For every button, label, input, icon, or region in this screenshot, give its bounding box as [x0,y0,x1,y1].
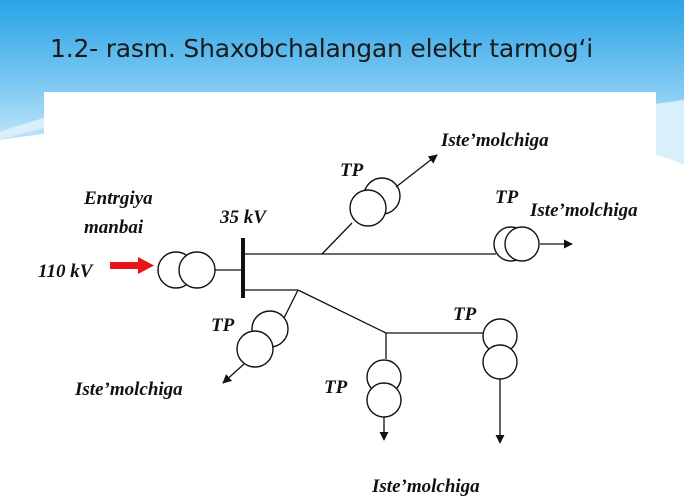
tp-bottom-consumer-label: Iste’molchiga [371,476,480,497]
lower-diagonal-wire [297,289,387,334]
tp-right-transformer [493,226,540,262]
input-voltage-label: 110 kV [38,261,94,282]
tp-lower-right-label: TP [453,304,477,325]
tp-lower-right-transformer [482,318,518,380]
source-label-line1: Entrgiya [83,188,153,209]
bus-voltage-label: 35 kV [219,207,267,228]
tp-right-consumer-label: Iste’molchiga [529,200,638,221]
source-label-line2: manbai [84,217,144,238]
slide-title: 1.2- rasm. Shaxobchalangan elektr tarmog… [50,34,594,63]
tp-left-output-arrow [222,363,245,384]
tp-bottom-label: TP [324,377,348,398]
tp-upper-transformer [349,177,401,227]
tp-upper-consumer-label: Iste’molchiga [440,130,549,151]
diagram-panel [44,92,656,502]
tp-upper-output-arrow [395,154,438,188]
tp-upper-label: TP [340,160,364,181]
tp-left-consumer-label: Iste’molchiga [74,379,183,400]
tp-upper-tap-wire [321,222,353,255]
tp-bottom-transformer [366,359,402,418]
tp-right-label: TP [495,187,519,208]
source-transformer [157,251,216,289]
tp-left-tap-wire [283,289,299,319]
input-arrow [110,257,154,274]
tp-left-transformer [236,310,289,368]
tp-left-label: TP [211,315,235,336]
